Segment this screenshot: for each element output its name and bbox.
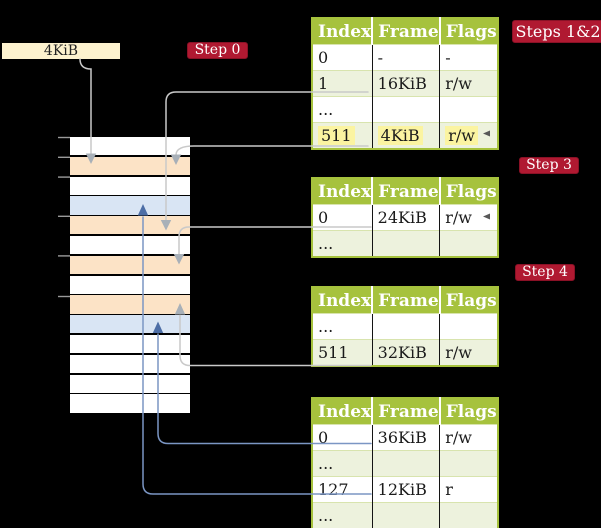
table-cell: ... bbox=[312, 450, 373, 477]
table-cell: r/w bbox=[439, 122, 498, 149]
column-header: Flags bbox=[438, 178, 498, 205]
memory-frame-row bbox=[70, 354, 190, 374]
frame-address-label: 4KiB bbox=[2, 43, 120, 59]
physical-memory bbox=[70, 137, 190, 413]
column-header: Index bbox=[312, 398, 373, 425]
memory-frame-row bbox=[70, 196, 190, 215]
column-header: Frame bbox=[371, 18, 440, 45]
table-cell: ... bbox=[312, 313, 373, 340]
column-header: Index bbox=[312, 287, 373, 314]
table-cell bbox=[439, 502, 498, 528]
memory-frame-row bbox=[70, 176, 190, 195]
table-row: ... bbox=[312, 230, 498, 257]
table-cell: r/w bbox=[439, 424, 498, 451]
memory-frame-row bbox=[70, 137, 190, 156]
table-row: ... bbox=[312, 96, 498, 123]
table-cell: ... bbox=[312, 96, 373, 123]
highlighted-value: 511 bbox=[318, 126, 355, 145]
memory-frame-row bbox=[70, 315, 190, 334]
memory-frame-row bbox=[70, 374, 190, 393]
table-cell: 16KiB bbox=[371, 70, 440, 97]
table-cell: 4KiB bbox=[371, 122, 440, 149]
memory-frame-row bbox=[70, 156, 190, 176]
memory-frame-row bbox=[70, 235, 190, 255]
table-cell: 0 bbox=[312, 44, 373, 71]
table-cell: - bbox=[371, 44, 440, 71]
column-header: Frame bbox=[371, 398, 440, 425]
column-header: Index bbox=[312, 18, 373, 45]
table-row: ... bbox=[312, 313, 498, 340]
table-cell bbox=[371, 502, 440, 528]
table-cell bbox=[439, 313, 498, 340]
table-cell: 511 bbox=[312, 122, 373, 149]
table-row: 511 4KiB r/w bbox=[312, 122, 498, 149]
table-cell: 12KiB bbox=[371, 476, 440, 503]
memory-frame-row bbox=[70, 275, 190, 294]
table-cell: 24KiB bbox=[371, 204, 440, 231]
table-row: 0-- bbox=[312, 44, 498, 71]
column-header: Index bbox=[312, 178, 373, 205]
highlighted-value: r/w bbox=[445, 126, 478, 145]
table-cell: 32KiB bbox=[371, 339, 440, 366]
memory-frame-row bbox=[70, 216, 190, 235]
table-cell: - bbox=[439, 44, 498, 71]
memory-frame-row bbox=[70, 255, 190, 275]
table-cell: r/w bbox=[439, 70, 498, 97]
table-cell: 0 bbox=[312, 204, 373, 231]
table-cell: 36KiB bbox=[371, 424, 440, 451]
table-cell: 511 bbox=[312, 339, 373, 366]
table-cell bbox=[439, 450, 498, 477]
step-label-4: Step 4 bbox=[515, 264, 575, 281]
table-cell bbox=[439, 230, 498, 257]
table-cell: r/w bbox=[439, 339, 498, 366]
table-cell bbox=[371, 450, 440, 477]
memory-frame-row bbox=[70, 334, 190, 354]
memory-frame-row bbox=[70, 394, 190, 413]
memory-frame-row bbox=[70, 295, 190, 314]
column-header: Frame bbox=[371, 287, 440, 314]
table-cell bbox=[371, 230, 440, 257]
memory-tick-marks bbox=[58, 136, 70, 298]
table-cell bbox=[371, 313, 440, 340]
table-cell: ... bbox=[312, 230, 373, 257]
column-header: Flags bbox=[438, 287, 498, 314]
table-cell bbox=[439, 96, 498, 123]
table-cell: 1 bbox=[312, 70, 373, 97]
table-cell bbox=[371, 96, 440, 123]
step-label-1-2: Steps 1&2 bbox=[512, 20, 601, 43]
table-row: ... bbox=[312, 450, 498, 477]
column-header: Flags bbox=[438, 398, 498, 425]
step-label-0: Step 0 bbox=[187, 42, 248, 59]
table-cell: r bbox=[439, 476, 498, 503]
highlighted-value: 4KiB bbox=[377, 126, 423, 145]
table-cell: 0 bbox=[312, 424, 373, 451]
table-row: ... bbox=[312, 502, 498, 528]
step-label-3: Step 3 bbox=[519, 157, 579, 174]
table-cell: 127 bbox=[312, 476, 373, 503]
table-cell: r/w bbox=[439, 204, 498, 231]
column-header: Frame bbox=[371, 178, 440, 205]
table-cell: ... bbox=[312, 502, 373, 528]
column-header: Flags bbox=[438, 18, 498, 45]
